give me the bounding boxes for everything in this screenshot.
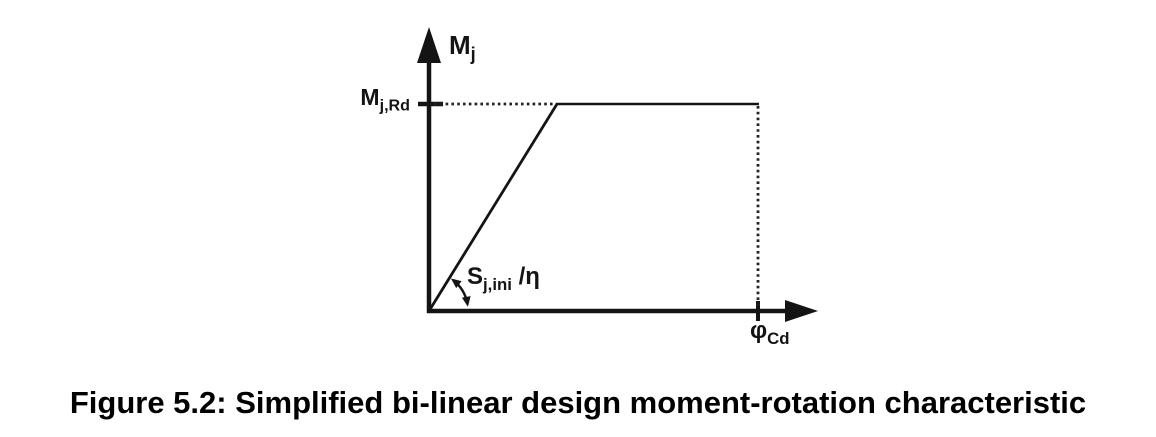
rotation-capacity-label-main: φ [750,317,768,344]
moment-resistance-label-main: M [360,84,380,110]
stiffness-label: Sj,ini /η [467,263,540,294]
y-axis-arrowhead [417,27,441,63]
y-axis-label-sub: j [470,44,476,65]
stiffness-angle-arc [451,278,471,307]
figure-caption: Figure 5.2: Simplified bi-linear design … [69,385,1087,420]
moment-resistance-label-sub: j,Rd [379,96,410,115]
moment-resistance-label: Mj,Rd [320,84,410,114]
stiffness-label-sub: j,ini [483,274,512,294]
stiffness-label-suffix: /η [511,263,540,290]
initial-stiffness-line [427,103,559,312]
rotation-capacity-label-sub: Cd [767,328,790,348]
rotation-capacity-label: φCd [750,317,790,348]
stiffness-label-main: S [467,263,484,290]
y-axis-label: Mj [449,30,476,65]
y-axis-label-main: M [449,30,471,60]
x-axis-arrowhead [785,300,818,322]
